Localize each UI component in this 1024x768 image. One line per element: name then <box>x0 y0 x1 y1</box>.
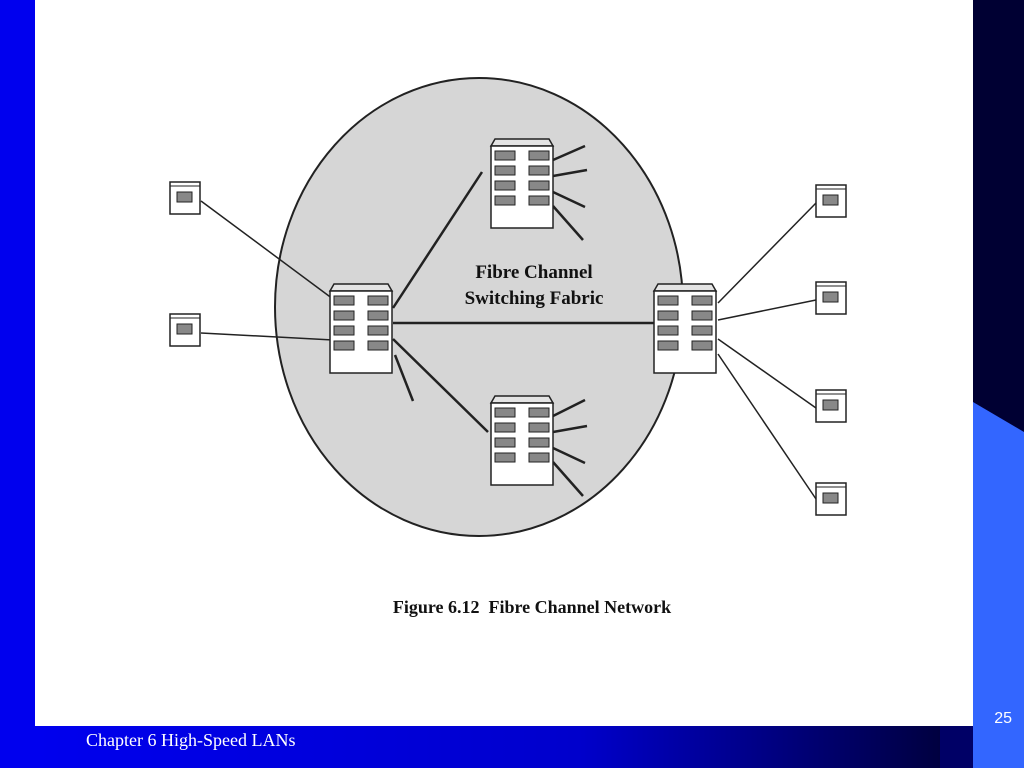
end-node <box>815 482 847 516</box>
fibre-channel-diagram: Fibre Channel Switching Fabric Figure 6.… <box>169 77 847 617</box>
slide-number: 25 <box>994 710 1012 727</box>
switch-top <box>490 138 554 229</box>
end-node <box>815 281 847 315</box>
footer-title: Chapter 6 High-Speed LANs <box>86 730 296 750</box>
switch-right <box>653 283 717 374</box>
fabric-label-line2: Switching Fabric <box>465 288 604 309</box>
switch-bottom <box>490 395 554 486</box>
fabric-label-line1: Fibre Channel <box>475 262 592 283</box>
content-panel: Fibre Channel Switching Fabric Figure 6.… <box>35 0 973 726</box>
links <box>200 144 817 500</box>
end-node <box>815 184 847 218</box>
figure-caption: Figure 6.12 Fibre Channel Network <box>393 597 671 617</box>
end-node <box>815 389 847 423</box>
end-node <box>169 313 201 347</box>
end-node <box>169 181 201 215</box>
switch-left <box>329 283 393 374</box>
